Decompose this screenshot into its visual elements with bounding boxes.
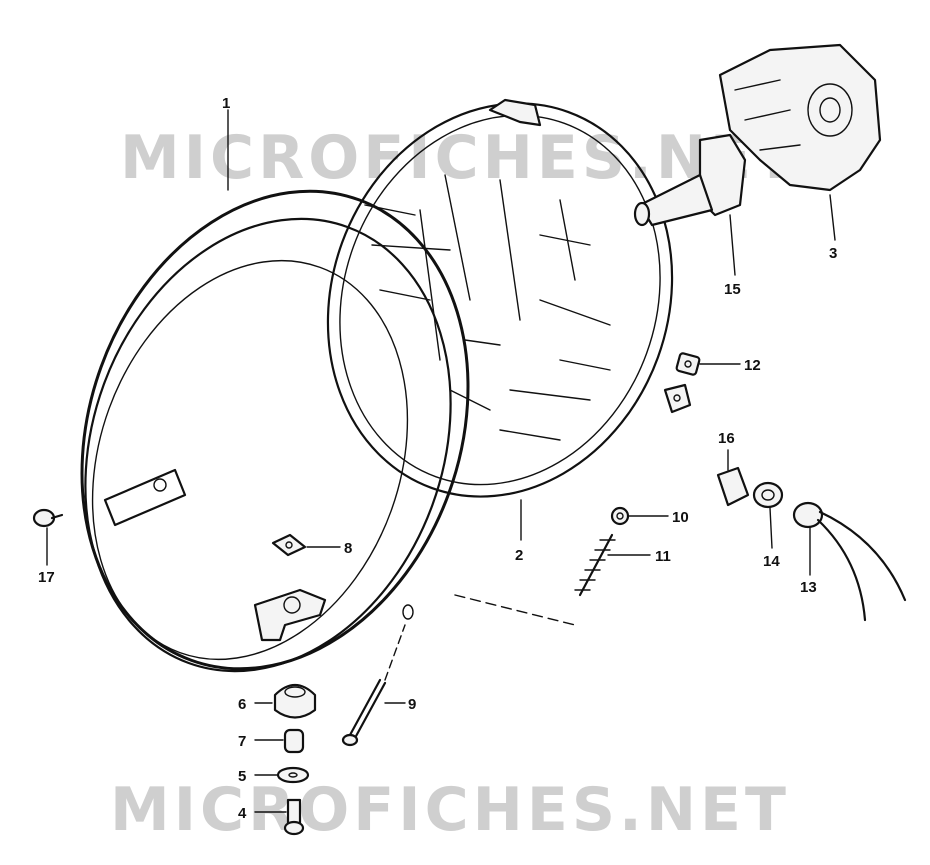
callout-16: 16: [718, 430, 735, 447]
callout-12: 12: [744, 357, 761, 374]
callout-6: 6: [238, 696, 246, 713]
callout-11: 11: [655, 548, 671, 565]
part-bulb: [633, 133, 747, 227]
part-pilot-harness: [792, 501, 907, 622]
watermark-top: MICROFICHES.NET: [120, 123, 800, 193]
part-long-screw: [341, 678, 387, 747]
callout-4: 4: [238, 805, 247, 822]
part-bolt: [283, 798, 305, 836]
part-grommet: [273, 683, 317, 719]
watermark-bottom: MICROFICHES.NET: [110, 775, 790, 845]
part-washer: [276, 766, 310, 784]
lens-texture: [364, 174, 611, 441]
part-spring: [574, 533, 616, 597]
callout-14: 14: [763, 553, 780, 570]
callout-17: 17: [38, 569, 55, 586]
callout-3: 3: [829, 245, 837, 262]
callout-5: 5: [238, 768, 246, 785]
leader-lines: [46, 109, 836, 813]
part-pilot-socket: [752, 481, 784, 509]
part-collar: [283, 728, 305, 754]
part-nut: [610, 506, 630, 526]
callout-15: 15: [724, 281, 741, 298]
callout-10: 10: [672, 509, 689, 526]
part-small-screw: [32, 508, 64, 528]
callout-7: 7: [238, 733, 246, 750]
callout-9: 9: [408, 696, 416, 713]
callout-8: 8: [344, 540, 352, 557]
part-socket-cover: [718, 43, 882, 192]
part-lens-unit: [326, 98, 692, 498]
callout-2: 2: [515, 547, 523, 564]
callout-13: 13: [800, 579, 817, 596]
part-headlight-rim: [80, 189, 470, 673]
callout-labels: 1 2 3 15 12 16 10 11 14 13 8 17 9 6 7 5 …: [38, 95, 837, 822]
part-pilot-bulb: [716, 466, 750, 507]
callout-1: 1: [222, 95, 230, 112]
part-small-nut-plate: [271, 533, 307, 557]
part-nut-plate: [675, 352, 701, 376]
